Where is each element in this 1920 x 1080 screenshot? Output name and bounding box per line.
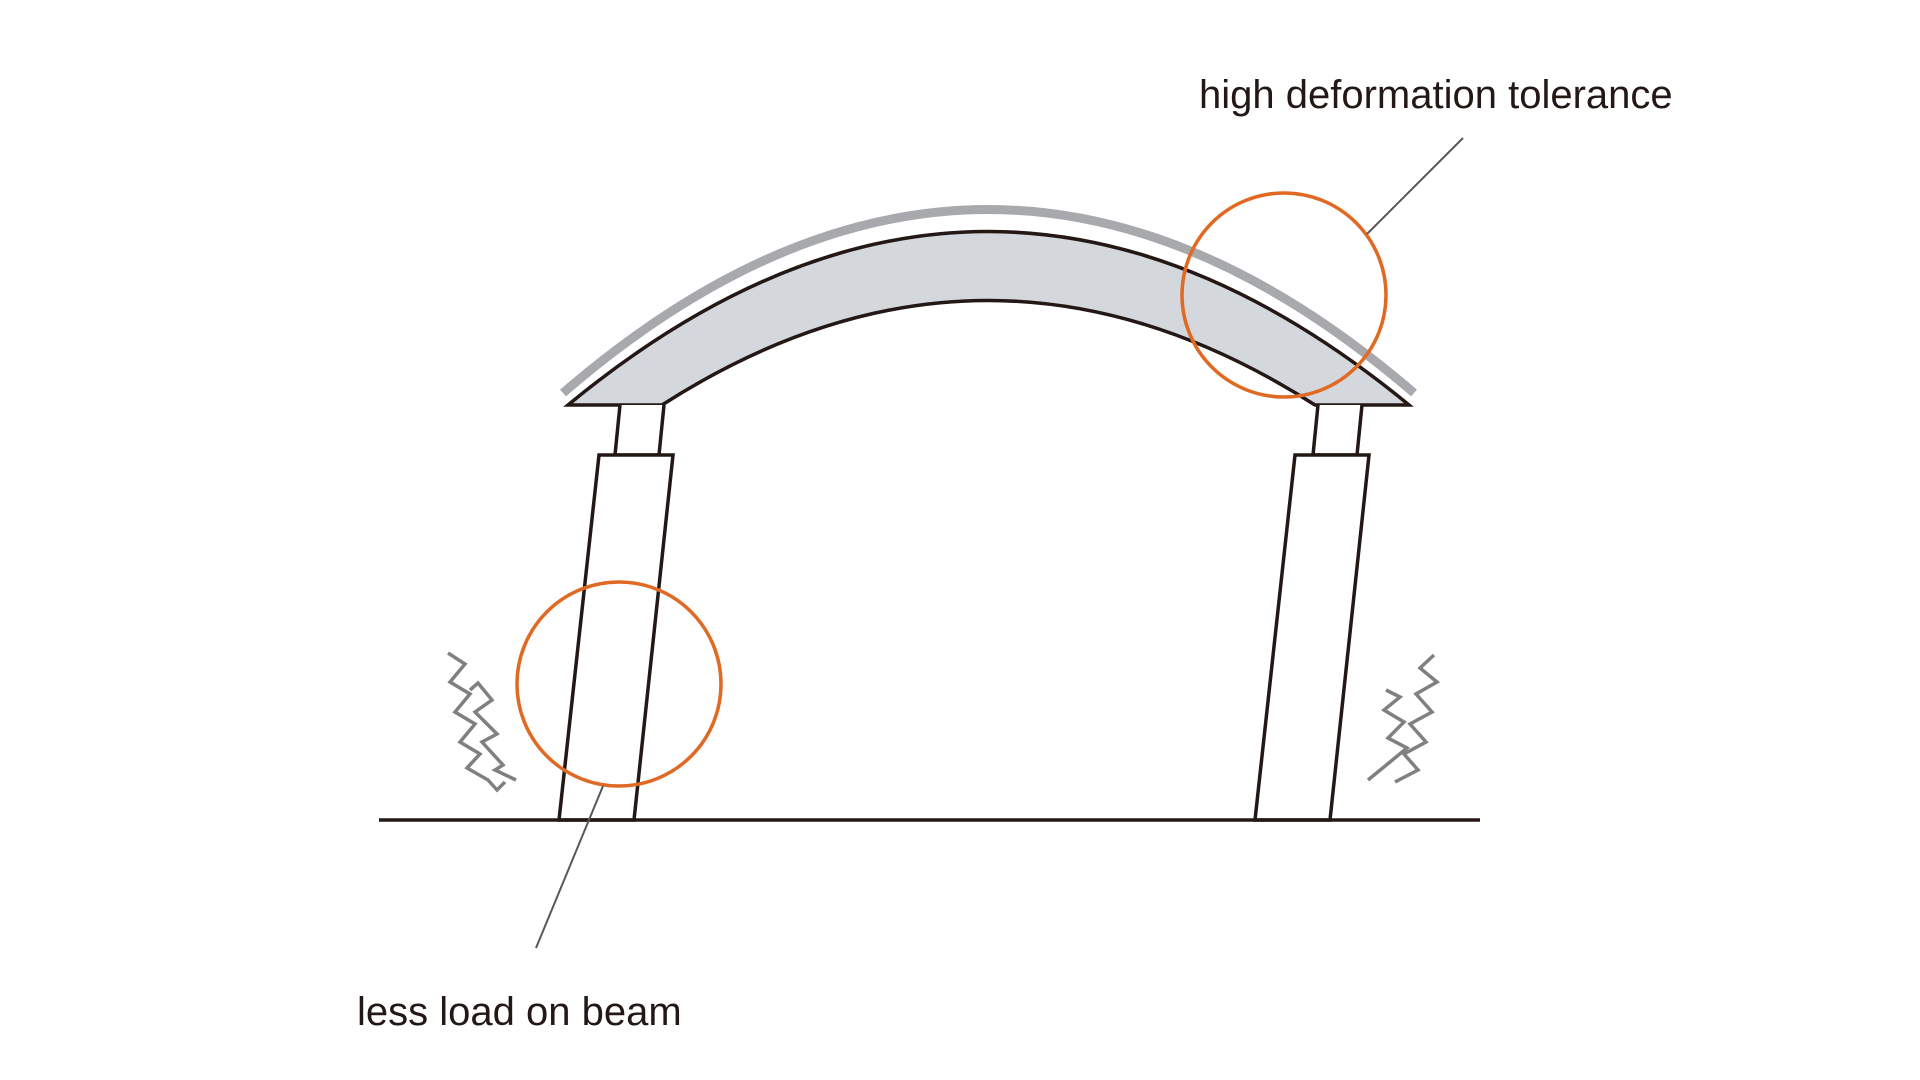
annotation-less-load-on-beam: less load on beam — [357, 990, 682, 1034]
vibration-icon-right-1 — [1394, 653, 1441, 784]
leader-line-bottom — [535, 785, 604, 949]
highlight-circle-column — [515, 580, 723, 788]
arched-roof-beam — [563, 229, 1414, 407]
right-column — [1253, 453, 1371, 822]
highlight-circle-roof-edge — [1180, 191, 1388, 399]
left-column-connector — [613, 404, 666, 457]
annotation-high-deformation-tolerance: high deformation tolerance — [1199, 73, 1673, 117]
roof-cover-arc — [560, 205, 1417, 397]
left-column — [557, 453, 675, 822]
vibration-icon-right-2 — [1366, 688, 1411, 782]
vibration-icon-left-1 — [447, 651, 507, 793]
right-column-connector — [1311, 404, 1364, 457]
leader-line-top — [1366, 137, 1464, 235]
vibration-icon-left-2 — [468, 680, 517, 782]
